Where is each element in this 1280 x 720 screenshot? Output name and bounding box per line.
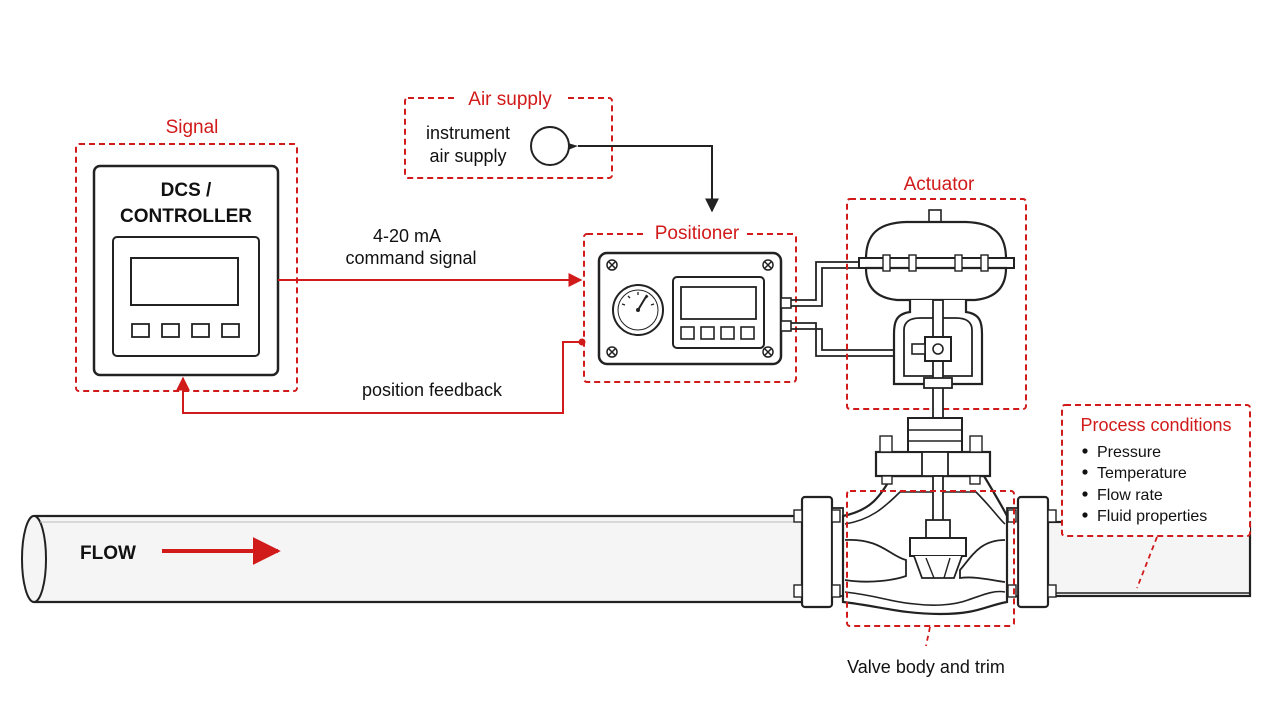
right-flange — [1016, 495, 1050, 609]
air-supply-line — [578, 145, 719, 213]
valve-body-group: Valve body and trim — [793, 417, 1057, 677]
signal-dashed-box — [75, 143, 298, 392]
actuator-flange — [858, 257, 1015, 269]
controller-key-4 — [221, 323, 240, 338]
actuator-diaphragm-icon — [864, 220, 1008, 261]
valve-body-dashed-box — [846, 490, 1015, 627]
actuator-title: Actuator — [904, 174, 975, 195]
command-label-line2: command signal — [345, 248, 476, 268]
actuator-title-bg — [895, 172, 985, 194]
actuator-stem — [932, 299, 944, 431]
process-conditions-dashed-box — [1061, 404, 1251, 537]
positioner-key-3 — [720, 326, 735, 340]
controller-label-line1: DCS / — [161, 180, 212, 201]
signal-title: Signal — [166, 117, 219, 138]
valve-body-label: Valve body and trim — [847, 657, 1005, 677]
positioner-screw-icon — [606, 259, 774, 358]
positioner-title: Positioner — [655, 223, 740, 244]
feedback-group: position feedback — [176, 338, 586, 414]
packing-gland — [907, 417, 963, 453]
feedback-linkage — [911, 343, 926, 355]
position-feedback-line — [176, 341, 582, 414]
controller-label-line2: CONTROLLER — [120, 206, 252, 227]
actuator-vent — [928, 209, 942, 223]
air-supply-label-line2: air supply — [429, 146, 506, 166]
controller-key-1 — [131, 323, 150, 338]
controller-screen — [130, 257, 239, 306]
air-supply-group: Air supply instrument air supply — [404, 86, 719, 213]
valve-seat — [844, 539, 907, 583]
position-feedback-label: position feedback — [362, 380, 503, 400]
process-item: Fluid properties — [1097, 508, 1207, 525]
process-list: Pressure Temperature Flow rate Fluid pro… — [1082, 444, 1207, 525]
air-supply-label-line1: instrument — [426, 123, 510, 143]
controller-key-2 — [161, 323, 180, 338]
process-leader-line — [1136, 536, 1158, 589]
process-conditions-title: Process conditions — [1080, 415, 1231, 435]
actuator-group: Actuator — [846, 172, 1027, 431]
process-item: Flow rate — [1097, 487, 1163, 504]
pressure-gauge-icon — [612, 284, 664, 336]
air-supply-source-icon — [530, 126, 570, 166]
process-item: Pressure — [1097, 444, 1161, 461]
process-conditions-group: Process conditions Pressure Temperature … — [1061, 404, 1251, 589]
valve-plug — [925, 519, 951, 539]
bonnet-bolt-icon — [879, 435, 983, 485]
positioner-port-lower — [780, 320, 792, 332]
air-supply-title: Air supply — [468, 89, 552, 110]
signal-group: Signal DCS / CONTROLLER — [75, 117, 298, 392]
positioner-key-2 — [700, 326, 715, 340]
actuator-bolt-icon — [882, 254, 989, 272]
pipe-left — [22, 514, 814, 604]
positioner-title-bg — [643, 220, 747, 244]
process-item: Temperature — [1097, 465, 1187, 482]
pneumatic-tubing — [791, 261, 895, 357]
command-signal-group: 4-20 mA command signal — [278, 226, 583, 287]
positioner-group: Positioner — [583, 220, 797, 383]
actuator-lower-casing — [864, 266, 1008, 302]
air-supply-nozzle — [568, 143, 578, 150]
positioner-port-upper — [780, 297, 792, 309]
left-flange — [800, 495, 834, 609]
controller-key-3 — [191, 323, 210, 338]
positioner-key-1 — [680, 326, 695, 340]
positioner-screen — [680, 286, 757, 320]
valve-leader-line — [925, 626, 931, 647]
flow-label: FLOW — [80, 543, 136, 564]
positioner-key-4 — [740, 326, 755, 340]
command-label-line1: 4-20 mA — [373, 226, 441, 246]
air-title-bg — [455, 86, 565, 110]
